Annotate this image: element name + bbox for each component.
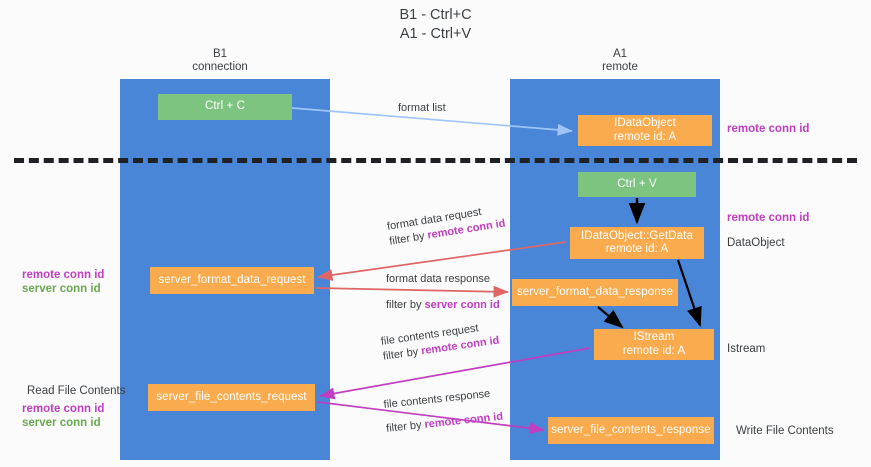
filter-prefix: filter by — [382, 345, 423, 363]
phase-divider — [14, 158, 857, 163]
edge-label-file-contents-request: file contents request filter by remote c… — [380, 319, 500, 364]
filter-prefix: filter by — [386, 299, 425, 311]
column-header-a1: A1 remote — [602, 48, 638, 73]
legend-remote-conn-id-mid-right: remote conn id — [727, 211, 809, 225]
node-server-file-contents-response[interactable]: server_file_contents_response — [548, 417, 714, 444]
edge-label-filter: filter by server conn id — [386, 298, 500, 312]
node-ctrl-c[interactable]: Ctrl + C — [158, 94, 292, 120]
label-write-file-contents: Write File Contents — [736, 425, 834, 437]
node-idataobject-getdata[interactable]: IDataObject::GetData remote id: A — [570, 227, 704, 259]
column-header-b1: B1 connection — [192, 48, 248, 73]
legend-remote-conn-id: remote conn id — [22, 269, 105, 281]
legend-server-conn-id: server conn id — [22, 283, 101, 295]
edge-label-text: format data response — [386, 273, 490, 285]
legend-remote-conn-id: remote conn id — [727, 212, 810, 224]
node-server-file-contents-request[interactable]: server_file_contents_request — [148, 384, 315, 411]
edge-label-file-contents-response: file contents response filter by remote … — [383, 386, 504, 436]
filter-server-conn-id: server conn id — [424, 299, 500, 311]
legend-remote-conn-id-top-right: remote conn id — [727, 122, 809, 136]
label-read-file-contents: Read File Contents — [27, 385, 126, 397]
legend-conn-ids-bottom-left: remote conn id server conn id — [22, 402, 104, 430]
filter-prefix: filter by — [385, 418, 426, 435]
edge-label-filter: filter by remote conn id — [386, 410, 504, 436]
filter-server-conn-id: remote conn id — [423, 410, 504, 431]
edge-label-format-list: format list — [398, 101, 446, 115]
edge-label-format-data-request: format data request filter by remote con… — [386, 202, 506, 249]
node-ctrl-v[interactable]: Ctrl + V — [578, 172, 696, 197]
node-istream[interactable]: IStream remote id: A — [594, 329, 714, 360]
label-istream: Istream — [727, 343, 766, 355]
edge-label-text: format list — [398, 102, 446, 114]
legend-remote-conn-id: remote conn id — [727, 123, 810, 135]
legend-conn-ids-mid-left: remote conn id server conn id — [22, 268, 104, 296]
label-dataobject: DataObject — [727, 237, 785, 249]
legend-remote-conn-id: remote conn id — [22, 403, 105, 415]
diagram-title: B1 - Ctrl+C A1 - Ctrl+V — [399, 7, 472, 42]
legend-server-conn-id: server conn id — [22, 417, 101, 429]
node-idataobject[interactable]: IDataObject remote id: A — [578, 115, 712, 146]
node-server-format-data-request[interactable]: server_format_data_request — [150, 267, 314, 294]
node-server-format-data-response[interactable]: server_format_data_response — [512, 279, 678, 306]
edge-label-format-data-response: format data response filter by server co… — [386, 272, 500, 312]
edge-label-text: file contents response — [383, 387, 491, 411]
